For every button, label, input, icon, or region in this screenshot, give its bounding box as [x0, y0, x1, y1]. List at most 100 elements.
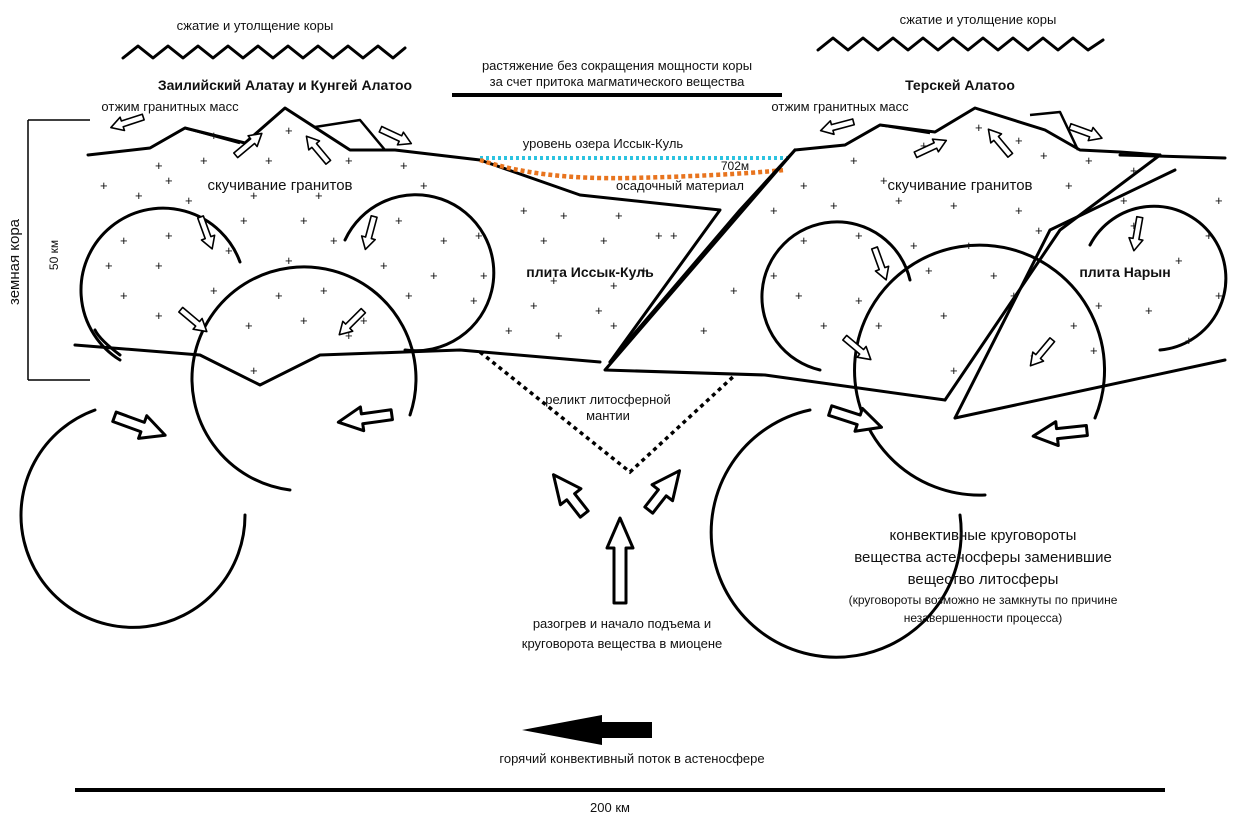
naryn-plate-top	[1120, 155, 1225, 158]
svg-text:+: +	[155, 258, 163, 273]
crust-label: земная кора	[6, 218, 23, 305]
svg-text:+: +	[105, 258, 113, 273]
svg-text:+: +	[185, 193, 193, 208]
svg-text:+: +	[250, 363, 258, 378]
svg-text:+: +	[560, 208, 568, 223]
svg-text:+: +	[670, 228, 678, 243]
compression-zigzag-left	[123, 46, 405, 58]
left-block-top-outline	[88, 108, 480, 160]
svg-text:+: +	[320, 283, 328, 298]
plate-label-naryn: плита Нарын	[1079, 264, 1170, 280]
svg-text:+: +	[120, 233, 128, 248]
svg-text:+: +	[1130, 163, 1138, 178]
svg-text:+: +	[1085, 153, 1093, 168]
crust-loop-arrow-3-icon	[176, 304, 211, 337]
svg-text:+: +	[1040, 148, 1048, 163]
svg-text:+: +	[480, 268, 488, 283]
svg-text:+: +	[165, 173, 173, 188]
svg-text:+: +	[1090, 343, 1098, 358]
upward-arrow-right-icon	[639, 463, 690, 518]
granite-label-left: скучивание гранитов	[207, 177, 352, 194]
svg-text:+: +	[800, 233, 808, 248]
svg-text:+: +	[855, 228, 863, 243]
extension-label-2: за счет притока магматического вещества	[490, 74, 746, 89]
squeeze-label-right: отжим гранитных масс	[771, 99, 909, 114]
svg-text:+: +	[940, 308, 948, 323]
squeeze-arrow-right-icon	[819, 115, 855, 137]
svg-text:+: +	[820, 318, 828, 333]
lake-depth-label: 702м	[721, 159, 749, 173]
convective-label-5: незавершенности процесса)	[904, 611, 1063, 625]
lake-level-label: уровень озера Иссык-Куль	[523, 136, 684, 151]
svg-text:+: +	[1015, 203, 1023, 218]
svg-text:+: +	[610, 318, 618, 333]
relict-label-1: реликт литосферной	[545, 392, 671, 407]
svg-text:+: +	[1015, 133, 1023, 148]
svg-text:+: +	[155, 158, 163, 173]
astheno-arrow-2-icon	[337, 403, 394, 434]
heating-label-2: круговорота вещества в миоцене	[522, 636, 722, 651]
svg-text:+: +	[420, 178, 428, 193]
range-label-right: Терскей Алатоо	[905, 77, 1015, 93]
compression-zigzag-right	[818, 38, 1103, 50]
granite-arrow-1-icon	[231, 128, 266, 161]
svg-text:+: +	[300, 213, 308, 228]
svg-text:+: +	[265, 153, 273, 168]
svg-text:+: +	[610, 278, 618, 293]
svg-text:+: +	[555, 328, 563, 343]
svg-text:+: +	[1215, 193, 1223, 208]
svg-text:+: +	[430, 268, 438, 283]
convective-label-4: (круговороты возможно не замкнуты по при…	[849, 593, 1118, 607]
crust-loop-arrow-5-icon	[868, 246, 893, 283]
granite-label-right: скучивание гранитов	[887, 177, 1032, 194]
crust-loop-arrow-2-icon	[359, 215, 381, 251]
relict-label-2: мантии	[586, 408, 630, 423]
left-block-bottom-outline	[75, 345, 600, 385]
svg-text:+: +	[800, 178, 808, 193]
svg-text:+: +	[475, 228, 483, 243]
svg-text:+: +	[1120, 193, 1128, 208]
svg-text:+: +	[200, 153, 208, 168]
crust-thickness-label: 50 км	[47, 240, 61, 270]
naryn-plate-bottom	[955, 360, 1225, 418]
svg-text:+: +	[285, 123, 293, 138]
convective-label-3: вещество литосферы	[908, 571, 1059, 588]
svg-text:+: +	[540, 233, 548, 248]
svg-text:+: +	[700, 323, 708, 338]
squeeze-label-left: отжим гранитных масс	[101, 99, 239, 114]
svg-text:+: +	[950, 198, 958, 213]
svg-text:+: +	[225, 243, 233, 258]
svg-text:+: +	[830, 198, 838, 213]
granite-plus-marks-left: +++++++ +++++++ ++++++++ +++++ +++++ +++…	[100, 123, 448, 378]
right-peak-small-1	[845, 125, 930, 145]
svg-text:+: +	[655, 228, 663, 243]
svg-text:+: +	[1145, 303, 1153, 318]
svg-text:+: +	[520, 203, 528, 218]
svg-text:+: +	[875, 318, 883, 333]
svg-text:+: +	[925, 263, 933, 278]
svg-text:+: +	[770, 203, 778, 218]
svg-text:+: +	[135, 188, 143, 203]
svg-text:+: +	[405, 288, 413, 303]
astheno-arrow-1-icon	[110, 406, 169, 447]
svg-text:+: +	[1065, 178, 1073, 193]
svg-text:+: +	[120, 288, 128, 303]
svg-text:+: +	[965, 238, 973, 253]
compression-label-right: сжатие и утолщение коры	[900, 12, 1057, 27]
svg-text:+: +	[400, 158, 408, 173]
svg-text:+: +	[245, 318, 253, 333]
svg-text:+: +	[795, 288, 803, 303]
svg-text:+: +	[910, 238, 918, 253]
svg-text:+: +	[1035, 223, 1043, 238]
svg-text:+: +	[210, 283, 218, 298]
svg-text:+: +	[950, 363, 958, 378]
compression-label-left: сжатие и утолщение коры	[177, 18, 334, 33]
upward-arrow-left-icon	[543, 467, 594, 522]
svg-text:+: +	[855, 293, 863, 308]
convective-label-1: конвективные круговороты	[890, 527, 1077, 544]
svg-text:+: +	[275, 288, 283, 303]
svg-text:+: +	[1185, 333, 1193, 348]
hot-flow-label: горячий конвективный поток в астеносфере	[499, 751, 764, 766]
svg-text:+: +	[770, 268, 778, 283]
